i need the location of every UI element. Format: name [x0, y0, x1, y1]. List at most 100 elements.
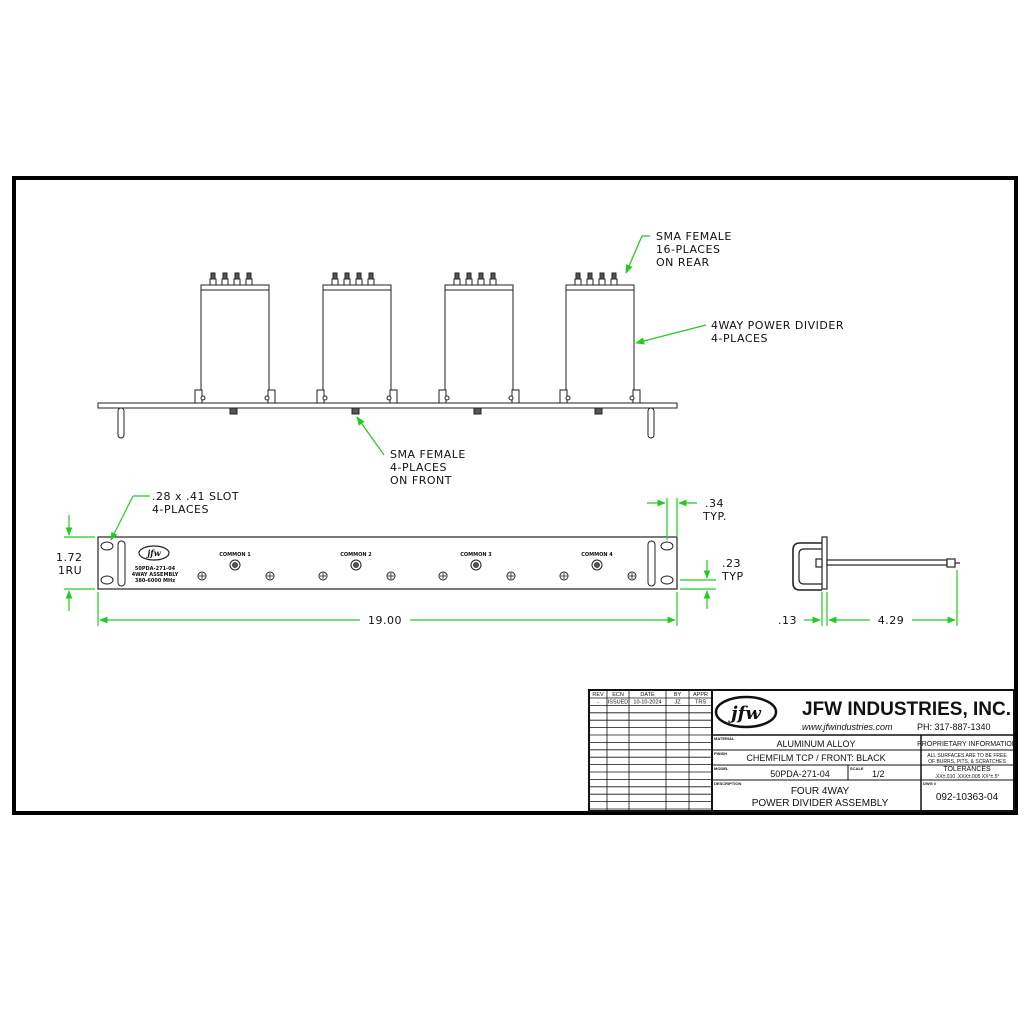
- mounting-screw: [627, 571, 637, 581]
- rev-header-0: REV: [592, 692, 604, 698]
- mounting-screw: [506, 571, 516, 581]
- rack-handle-left: [117, 407, 125, 439]
- port-label-1: COMMON 1: [219, 552, 251, 558]
- panel-model: 50PDA-271-04: [135, 566, 176, 572]
- dim-height-unit: 1RU: [58, 564, 82, 577]
- company-website: www.jfwindustries.com: [802, 722, 893, 732]
- rear-sma-connector: [477, 272, 485, 286]
- rack-handle-right: [647, 407, 655, 439]
- rear-sma-connector: [465, 272, 473, 286]
- top-view: [97, 402, 678, 439]
- sma-front-line2: 4-PLACES: [390, 461, 447, 474]
- description-line1: FOUR 4WAY: [791, 786, 850, 797]
- rear-sma-connector: [209, 272, 217, 286]
- rev-header-1: ECN: [612, 692, 624, 698]
- sma-front-line1: SMA FEMALE: [390, 448, 466, 461]
- power-divider-3: [438, 272, 520, 415]
- dim-offset-value: .23: [722, 557, 741, 570]
- callout-divider: 4WAY POWER DIVIDER 4-PLACES: [635, 319, 844, 345]
- dim-spacing-value: .34: [705, 497, 724, 510]
- power-divider-4: [559, 272, 641, 415]
- panel-assembly: 4WAY ASSEMBLY: [132, 572, 179, 578]
- common-port-connector[interactable]: [470, 559, 482, 571]
- dwg-label: DWG #: [923, 781, 937, 786]
- model-value: 50PDA-271-04: [770, 769, 830, 779]
- sma-rear-line1: SMA FEMALE: [656, 230, 732, 243]
- callout-sma-front: SMA FEMALE 4-PLACES ON FRONT: [356, 416, 466, 487]
- dim-spacing-typ: TYP.: [702, 510, 727, 523]
- company-logo: jfw: [714, 695, 778, 729]
- rear-sma-connector: [245, 272, 253, 286]
- common-port-connector[interactable]: [229, 559, 241, 571]
- company-phone: PH: 317-887-1340: [917, 722, 991, 732]
- dim-height-value: 1.72: [56, 551, 83, 564]
- front-sma-connector: [229, 407, 238, 415]
- slot-line2: 4-PLACES: [152, 503, 209, 516]
- dim-width-value: 19.00: [368, 614, 402, 627]
- dim-width: [97, 592, 678, 626]
- finish-value: CHEMFILM TCP / FRONT: BLACK: [746, 753, 885, 763]
- slot-bottom-right: [660, 575, 674, 585]
- power-divider-2: [316, 272, 398, 415]
- mounting-screw: [559, 571, 569, 581]
- model-label: MODEL: [714, 766, 729, 771]
- side-handle: [792, 542, 822, 591]
- rear-sma-connector: [489, 272, 497, 286]
- dim-side: [804, 570, 958, 626]
- slot-top-right: [660, 541, 674, 551]
- title-block: [588, 689, 1015, 812]
- front-panel: jfw 50PDA-271-04 4WAY ASSEMBLY 380-6000 …: [97, 536, 678, 590]
- slot-line1: .28 x .41 SLOT: [152, 490, 239, 503]
- scale-label: SCALE: [850, 766, 864, 771]
- proprietary-info: PROPRIETARY INFORMATION: [917, 741, 1017, 748]
- scale-value: 1/2: [872, 769, 885, 779]
- surfaces-line2: OF BURRS, PITS, & SCRATCHES: [928, 759, 1006, 765]
- dim-slot-spacing: [647, 498, 697, 540]
- sma-front-line3: ON FRONT: [390, 474, 452, 487]
- dim-slot-offset: [680, 560, 716, 609]
- mounting-screw: [438, 571, 448, 581]
- rear-sma-connector: [586, 272, 594, 286]
- panel-freq: 380-6000 MHz: [135, 578, 175, 584]
- divider-line1: 4WAY POWER DIVIDER: [711, 319, 844, 332]
- material-value: ALUMINUM ALLOY: [776, 739, 855, 749]
- side-view: [792, 536, 960, 591]
- rear-sma-connector: [233, 272, 241, 286]
- surfaces-line1: ALL SURFACES ARE TO BE FREE: [927, 753, 1007, 759]
- handle-slot-right: [647, 540, 656, 587]
- dim-slot-callout: .28 x .41 SLOT 4-PLACES: [110, 490, 239, 541]
- port-label-2: COMMON 2: [340, 552, 372, 558]
- rear-sma-connector: [453, 272, 461, 286]
- rev-cell-4: TRS: [695, 700, 706, 706]
- dwg-number: 092-10363-04: [936, 792, 999, 803]
- rear-sma-connector: [367, 272, 375, 286]
- rear-sma-connector: [610, 272, 618, 286]
- mounting-screw: [386, 571, 396, 581]
- front-sma-connector: [594, 407, 603, 415]
- side-connector-rear: [946, 558, 956, 568]
- description-label: DESCRIPTION: [714, 781, 741, 786]
- callout-sma-rear: SMA FEMALE 16-PLACES ON REAR: [625, 230, 732, 274]
- mounting-screw: [197, 571, 207, 581]
- rear-sma-connector: [331, 272, 339, 286]
- divider-line2: 4-PLACES: [711, 332, 768, 345]
- material-label: MATERIAL: [714, 736, 735, 741]
- common-port-connector[interactable]: [350, 559, 362, 571]
- rev-cell-1: ISSUED: [608, 700, 629, 706]
- port-label-4: COMMON 4: [581, 552, 613, 558]
- front-panel-outline: [97, 536, 678, 590]
- sma-rear-line2: 16-PLACES: [656, 243, 720, 256]
- rear-sma-connector: [221, 272, 229, 286]
- port-label-3: COMMON 3: [460, 552, 492, 558]
- drawing-border: [12, 176, 1018, 815]
- tolerance-values: .XX±.010 .XXX±.005 XX°±.5°: [935, 774, 1000, 780]
- side-panel: [821, 536, 828, 590]
- common-port-connector[interactable]: [591, 559, 603, 571]
- rev-header-3: BY: [674, 692, 682, 698]
- side-connector-front: [815, 558, 823, 568]
- rev-header-4: APPR: [693, 692, 708, 698]
- dim-height: [64, 515, 95, 611]
- base-plate: [97, 402, 678, 409]
- dim-side-depth-value: 4.29: [878, 614, 905, 627]
